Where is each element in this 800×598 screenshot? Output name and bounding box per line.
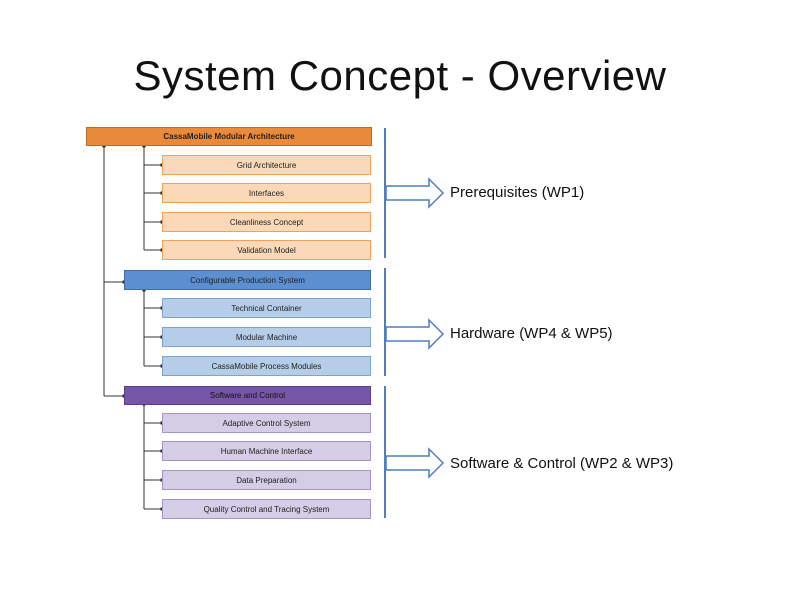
node-interfaces: Interfaces <box>162 183 371 203</box>
node-quality-control-and-tracing-system: Quality Control and Tracing System <box>162 499 371 519</box>
arrow-hardware-icon <box>385 318 445 350</box>
node-human-machine-interface: Human Machine Interface <box>162 441 371 461</box>
node-data-preparation: Data Preparation <box>162 470 371 490</box>
node-cassamobile-modular-architecture: CassaMobile Modular Architecture <box>86 127 372 146</box>
node-technical-container: Technical Container <box>162 298 371 318</box>
label-hardware: Hardware (WP4 & WP5) <box>450 325 613 342</box>
node-cassamobile-process-modules: CassaMobile Process Modules <box>162 356 371 376</box>
arrow-software-icon <box>385 447 445 479</box>
node-adaptive-control-system: Adaptive Control System <box>162 413 371 433</box>
node-configurable-production-system: Configurable Production System <box>124 270 371 290</box>
node-software-and-control: Software and Control <box>124 386 371 405</box>
node-validation-model: Validation Model <box>162 240 371 260</box>
label-prerequisites: Prerequisites (WP1) <box>450 184 585 201</box>
node-modular-machine: Modular Machine <box>162 327 371 347</box>
label-software-control: Software & Control (WP2 & WP3) <box>450 455 674 472</box>
arrow-prerequisites-icon <box>385 177 445 209</box>
node-grid-architecture: Grid Architecture <box>162 155 371 175</box>
slide-title: System Concept - Overview <box>133 52 667 99</box>
node-cleanliness-concept: Cleanliness Concept <box>162 212 371 232</box>
